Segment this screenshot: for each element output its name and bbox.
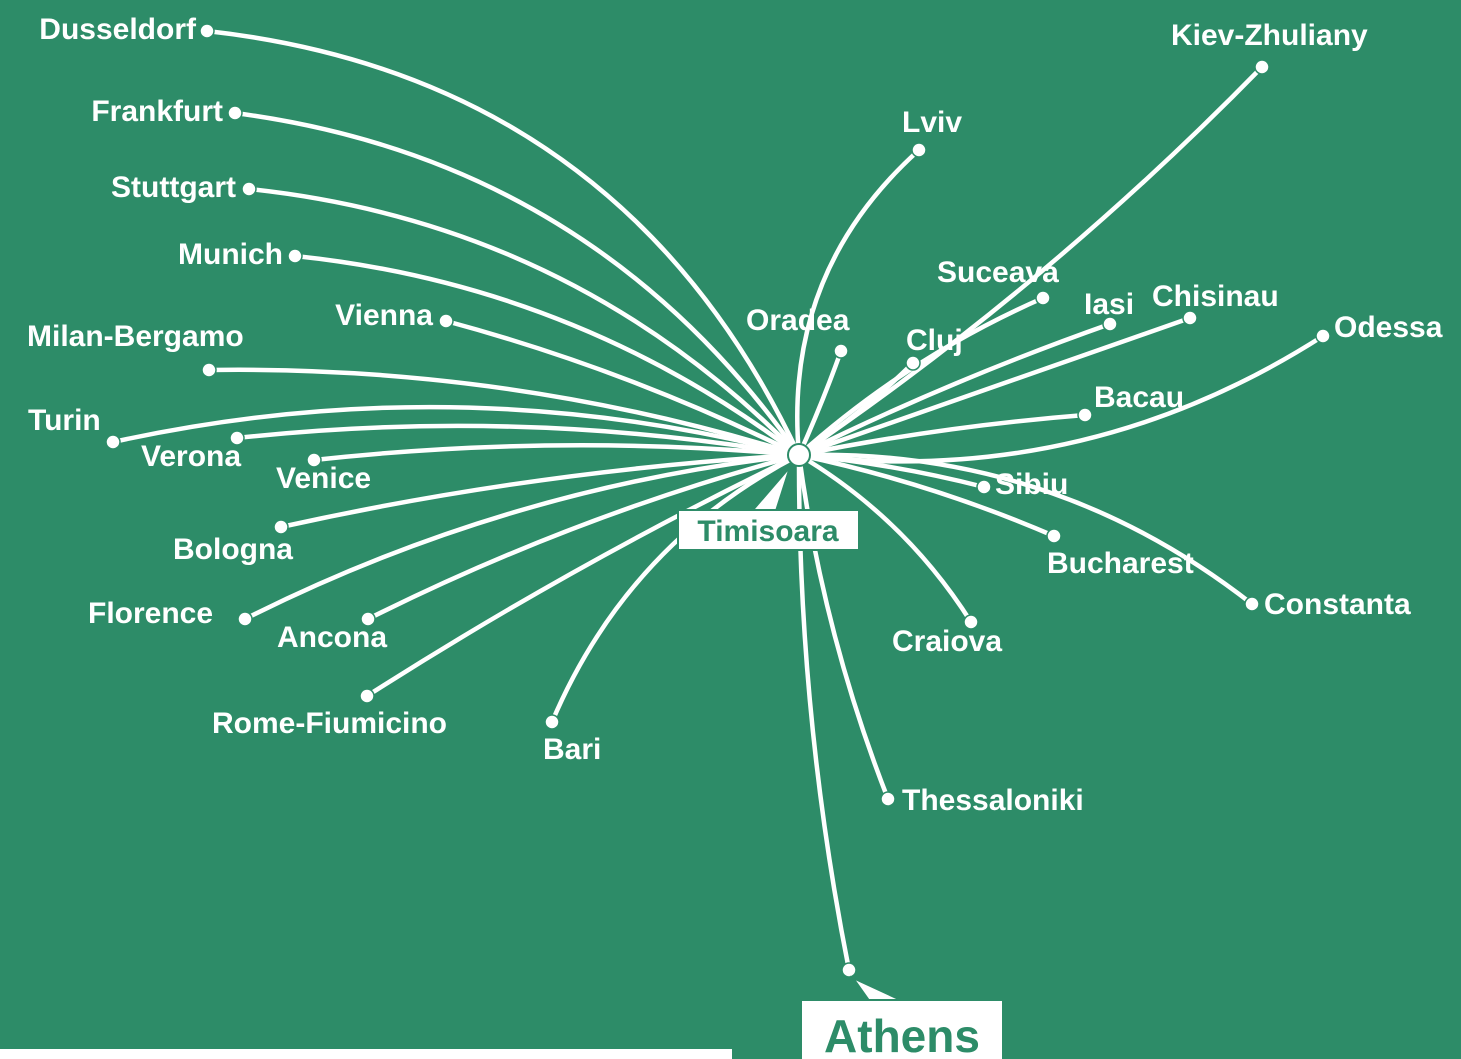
node-kiev-zhuliany[interactable] bbox=[1254, 59, 1270, 75]
node-venice[interactable] bbox=[306, 452, 322, 468]
label-lviv: Lviv bbox=[902, 106, 962, 139]
highlight-callout: Athens bbox=[800, 975, 1004, 1059]
route-bari bbox=[549, 452, 802, 725]
node-frankfurt[interactable] bbox=[227, 105, 243, 121]
route-chisinau bbox=[796, 315, 1193, 458]
route-kiev-zhuliany bbox=[796, 64, 1265, 458]
route-ancona bbox=[365, 452, 802, 622]
node-turin[interactable] bbox=[105, 434, 121, 450]
label-stuttgart: Stuttgart bbox=[111, 171, 236, 204]
label-rome-fiumicino: Rome-Fiumicino bbox=[212, 707, 447, 740]
label-verona: Verona bbox=[141, 440, 241, 473]
label-frankfurt: Frankfurt bbox=[91, 95, 223, 128]
node-bucharest[interactable] bbox=[1046, 528, 1062, 544]
nodes-layer bbox=[105, 23, 1331, 978]
node-dusseldorf[interactable] bbox=[199, 23, 215, 39]
label-chisinau: Chisinau bbox=[1152, 280, 1279, 313]
node-lviv[interactable] bbox=[911, 142, 927, 158]
node-bacau[interactable] bbox=[1077, 407, 1093, 423]
label-iasi: Iasi bbox=[1084, 288, 1134, 321]
node-craiova[interactable] bbox=[963, 614, 979, 630]
label-munich: Munich bbox=[178, 238, 283, 271]
node-sibiu[interactable] bbox=[976, 479, 992, 495]
label-sibiu: Sibiu bbox=[995, 468, 1068, 501]
node-suceava[interactable] bbox=[1035, 290, 1051, 306]
route-verona bbox=[234, 423, 802, 458]
node-milan-bergamo[interactable] bbox=[201, 362, 217, 378]
route-lviv bbox=[795, 147, 922, 458]
route-turin bbox=[110, 404, 802, 458]
route-munich bbox=[292, 253, 802, 458]
route-odessa bbox=[796, 333, 1326, 464]
label-odessa: Odessa bbox=[1334, 311, 1443, 344]
route-thessaloniki bbox=[796, 452, 891, 802]
label-milan-bergamo: Milan-Bergamo bbox=[27, 320, 244, 353]
route-craiova bbox=[796, 452, 974, 625]
label-bucharest: Bucharest bbox=[1047, 547, 1194, 580]
node-oradea[interactable] bbox=[833, 343, 849, 359]
route-bacau bbox=[796, 412, 1088, 458]
highlight-callout-label: Athens bbox=[824, 1010, 980, 1059]
route-milan-bergamo bbox=[206, 367, 802, 458]
node-thessaloniki[interactable] bbox=[880, 791, 896, 807]
node-bologna[interactable] bbox=[273, 519, 289, 535]
node-rome-fiumicino[interactable] bbox=[359, 688, 375, 704]
label-bologna: Bologna bbox=[173, 533, 293, 566]
route-sibiu bbox=[796, 452, 987, 490]
node-munich[interactable] bbox=[287, 248, 303, 264]
node-stuttgart[interactable] bbox=[241, 181, 257, 197]
node-constanta[interactable] bbox=[1244, 596, 1260, 612]
node-ancona[interactable] bbox=[360, 611, 376, 627]
route-rome-fiumicino bbox=[364, 452, 802, 699]
label-florence: Florence bbox=[88, 597, 213, 630]
hub-callout-label: Timisoara bbox=[697, 515, 838, 548]
highlight-callout-box bbox=[800, 999, 1004, 1059]
label-suceava: Suceava bbox=[937, 256, 1059, 289]
label-cluj: Cluj bbox=[906, 324, 963, 357]
route-vienna bbox=[443, 318, 802, 458]
route-bologna bbox=[278, 452, 802, 530]
route-dusseldorf bbox=[204, 28, 802, 458]
route-florence bbox=[242, 452, 802, 622]
hub-callout: Timisoara bbox=[677, 466, 860, 551]
label-kiev-zhuliany: Kiev-Zhuliany bbox=[1171, 19, 1368, 52]
label-bari: Bari bbox=[543, 733, 601, 766]
node-florence[interactable] bbox=[237, 611, 253, 627]
hub-node-timisoara[interactable] bbox=[787, 443, 811, 467]
node-chisinau[interactable] bbox=[1182, 310, 1198, 326]
route-bucharest bbox=[796, 452, 1057, 539]
node-verona[interactable] bbox=[229, 430, 245, 446]
label-oradea: Oradea bbox=[746, 304, 850, 337]
node-vienna[interactable] bbox=[438, 313, 454, 329]
label-dusseldorf: Dusseldorf bbox=[39, 13, 197, 46]
label-craiova: Craiova bbox=[892, 625, 1002, 658]
label-venice: Venice bbox=[276, 462, 371, 495]
label-constanta: Constanta bbox=[1264, 588, 1411, 621]
label-turin: Turin bbox=[28, 404, 101, 437]
route-iasi bbox=[796, 321, 1113, 458]
route-stuttgart bbox=[246, 186, 802, 458]
label-bacau: Bacau bbox=[1094, 381, 1184, 414]
node-cluj[interactable] bbox=[905, 355, 921, 371]
route-constanta bbox=[796, 452, 1255, 607]
label-vienna: Vienna bbox=[335, 299, 433, 332]
node-iasi[interactable] bbox=[1102, 316, 1118, 332]
labels-layer: DusseldorfFrankfurtStuttgartMunichVienna… bbox=[27, 13, 1443, 817]
route-frankfurt bbox=[232, 110, 802, 458]
label-thessaloniki: Thessaloniki bbox=[902, 784, 1084, 817]
route-venice bbox=[311, 443, 802, 463]
node-bari[interactable] bbox=[544, 714, 560, 730]
node-odessa[interactable] bbox=[1315, 328, 1331, 344]
node-athens[interactable] bbox=[841, 962, 857, 978]
label-ancona: Ancona bbox=[277, 621, 387, 654]
routes-layer bbox=[110, 28, 1326, 973]
bottom-panel bbox=[0, 1049, 732, 1059]
hub-callout-box bbox=[677, 509, 860, 551]
